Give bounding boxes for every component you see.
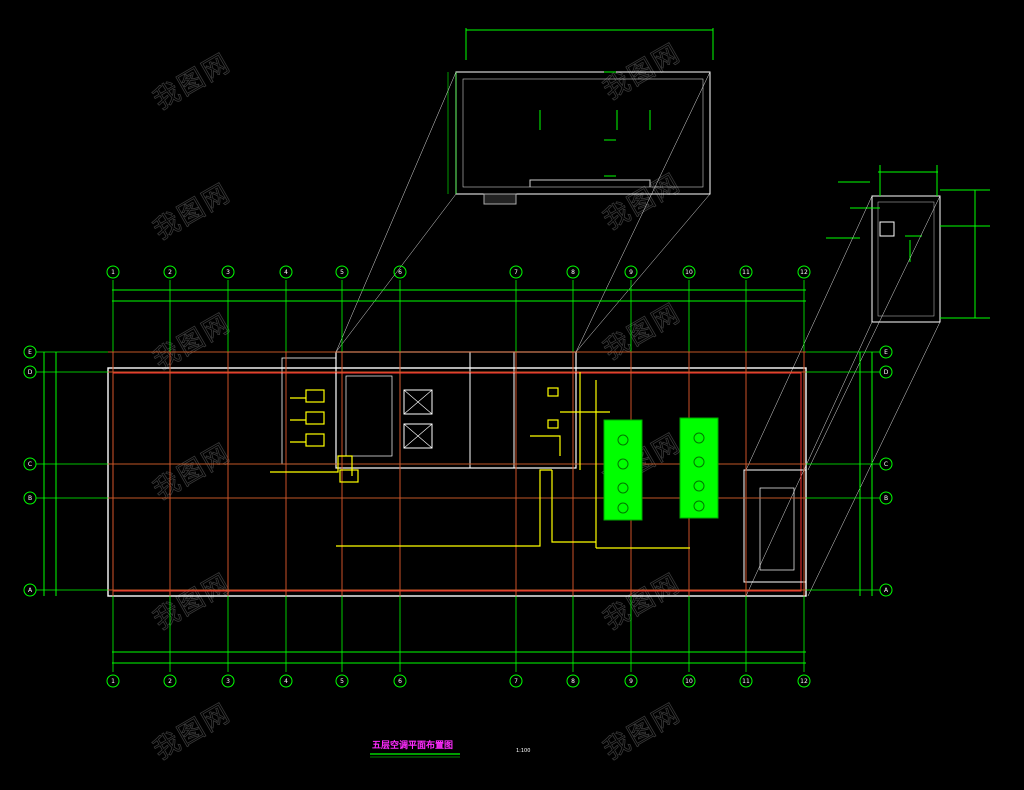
stair-detail [826,165,990,323]
svg-text:5: 5 [340,269,344,276]
svg-text:12: 12 [800,678,808,685]
axis-bubble-10: 10 [682,265,696,279]
axis-bubble-5: 5 [335,674,349,688]
axis-bubble-3: 3 [221,265,235,279]
svg-text:5: 5 [340,678,344,685]
axis-bubble-C: C [23,457,37,471]
svg-text:7: 7 [514,678,518,685]
svg-text:A: A [884,587,889,594]
drawing-title: 五层空调平面布置图 [372,739,453,751]
axis-bubble-6: 6 [393,674,407,688]
grid-lines-horizontal [36,351,880,591]
drawing-title-block: 五层空调平面布置图 1:100 [370,739,530,758]
axis-bubble-A: A [879,583,893,597]
watermark: 我图网 [599,168,687,236]
svg-text:4: 4 [284,269,288,276]
svg-text:B: B [884,495,888,502]
axis-bubble-7: 7 [509,265,523,279]
svg-text:3: 3 [226,678,230,685]
axis-bubble-C: C [879,457,893,471]
axis-bubble-8: 8 [566,674,580,688]
svg-text:7: 7 [514,269,518,276]
svg-text:1: 1 [111,269,115,276]
svg-text:D: D [28,369,33,376]
watermark: 我图网 [149,178,237,246]
watermark: 我图网 [599,568,687,636]
svg-text:D: D [884,369,889,376]
axis-bubble-8: 8 [566,265,580,279]
watermark: 我图网 [599,698,687,766]
projection-lines [335,71,941,597]
grid-lines-vertical [112,280,805,672]
svg-text:E: E [884,349,888,356]
axis-bubble-9: 9 [624,265,638,279]
svg-text:12: 12 [800,269,808,276]
roof-plan-detail [447,28,714,205]
svg-text:E: E [28,349,32,356]
axis-bubble-E: E [23,345,37,359]
axis-bubble-B: B [879,491,893,505]
svg-text:C: C [884,461,888,468]
axis-bubble-5: 5 [335,265,349,279]
svg-text:2: 2 [168,678,172,685]
svg-text:10: 10 [685,269,693,276]
svg-text:9: 9 [629,269,633,276]
svg-text:8: 8 [571,269,575,276]
drawing-scale: 1:100 [516,748,530,754]
axis-bubble-4: 4 [279,674,293,688]
svg-text:1: 1 [111,678,115,685]
watermark: 我图网 [149,438,237,506]
watermark: 我图网 [149,308,237,376]
watermark: 我图网 [149,48,237,116]
svg-text:11: 11 [742,678,750,685]
svg-text:3: 3 [226,269,230,276]
watermark: 我图网 [149,568,237,636]
axis-bubble-6: 6 [393,265,407,279]
axis-bubble-2: 2 [163,265,177,279]
svg-text:8: 8 [571,678,575,685]
svg-text:10: 10 [685,678,693,685]
axis-bubble-2: 2 [163,674,177,688]
svg-text:B: B [28,495,32,502]
watermark-layer: 我图网我图网我图网我图网我图网我图网我图网我图网我图网我图网我图网我图网 [148,38,687,767]
svg-text:6: 6 [398,269,402,276]
axis-bubble-D: D [879,365,893,379]
watermark: 我图网 [149,698,237,766]
axis-bubble-1: 1 [106,674,120,688]
svg-text:2: 2 [168,269,172,276]
svg-text:9: 9 [629,678,633,685]
svg-text:4: 4 [284,678,288,685]
hvac-equipment-left [270,389,359,483]
watermark: 我图网 [599,298,687,366]
axis-bubble-11: 11 [739,674,753,688]
axis-bubble-9: 9 [624,674,638,688]
axis-bubble-B: B [23,491,37,505]
hvac-piping-main [336,372,690,549]
axis-bubble-11: 11 [739,265,753,279]
axis-bubble-D: D [23,365,37,379]
axis-bubble-10: 10 [682,674,696,688]
svg-text:C: C [28,461,32,468]
air-handling-units [603,417,719,521]
axis-bubble-3: 3 [221,674,235,688]
axis-bubble-A: A [23,583,37,597]
svg-text:6: 6 [398,678,402,685]
axis-bubble-E: E [879,345,893,359]
axis-bubble-12: 12 [797,265,811,279]
axis-bubble-7: 7 [509,674,523,688]
svg-text:11: 11 [742,269,750,276]
svg-text:A: A [28,587,33,594]
axis-bubble-4: 4 [279,265,293,279]
axis-bubble-12: 12 [797,674,811,688]
axis-bubble-1: 1 [106,265,120,279]
